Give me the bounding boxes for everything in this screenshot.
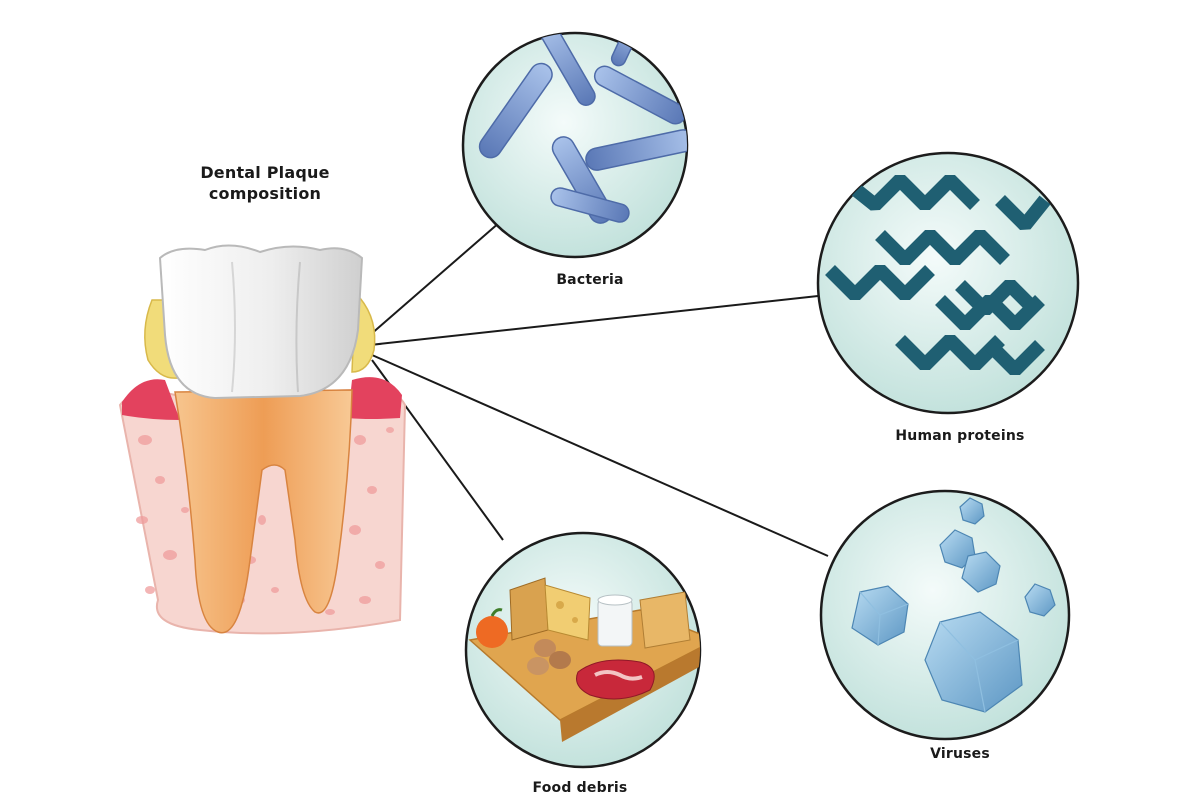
gum — [122, 377, 402, 420]
proteins-circle — [816, 151, 1080, 415]
label-bacteria: Bacteria — [556, 272, 624, 288]
label-food-debris: Food debris — [532, 780, 628, 796]
bone-pores — [136, 427, 394, 615]
diagram-title: Dental Plaque composition — [150, 162, 380, 204]
title-line-2: composition — [208, 184, 322, 203]
label-viruses: Viruses — [930, 746, 990, 762]
tooth-root — [174, 389, 353, 634]
bacteria-icon — [478, 33, 687, 224]
tooth-crown — [158, 244, 364, 400]
connector-proteins — [369, 295, 819, 346]
protein-icon — [825, 175, 1051, 375]
food-icon — [468, 577, 700, 742]
bacteria-circle — [461, 31, 689, 259]
food-circle — [464, 531, 702, 769]
virus-icon — [851, 497, 1056, 713]
connector-viruses — [371, 354, 829, 557]
connector-bacteria — [369, 221, 501, 336]
label-human-proteins: Human proteins — [895, 428, 1025, 444]
tooth-illustration — [118, 244, 407, 635]
viruses-circle — [819, 489, 1071, 741]
title-line-1: Dental Plaque — [200, 163, 330, 182]
